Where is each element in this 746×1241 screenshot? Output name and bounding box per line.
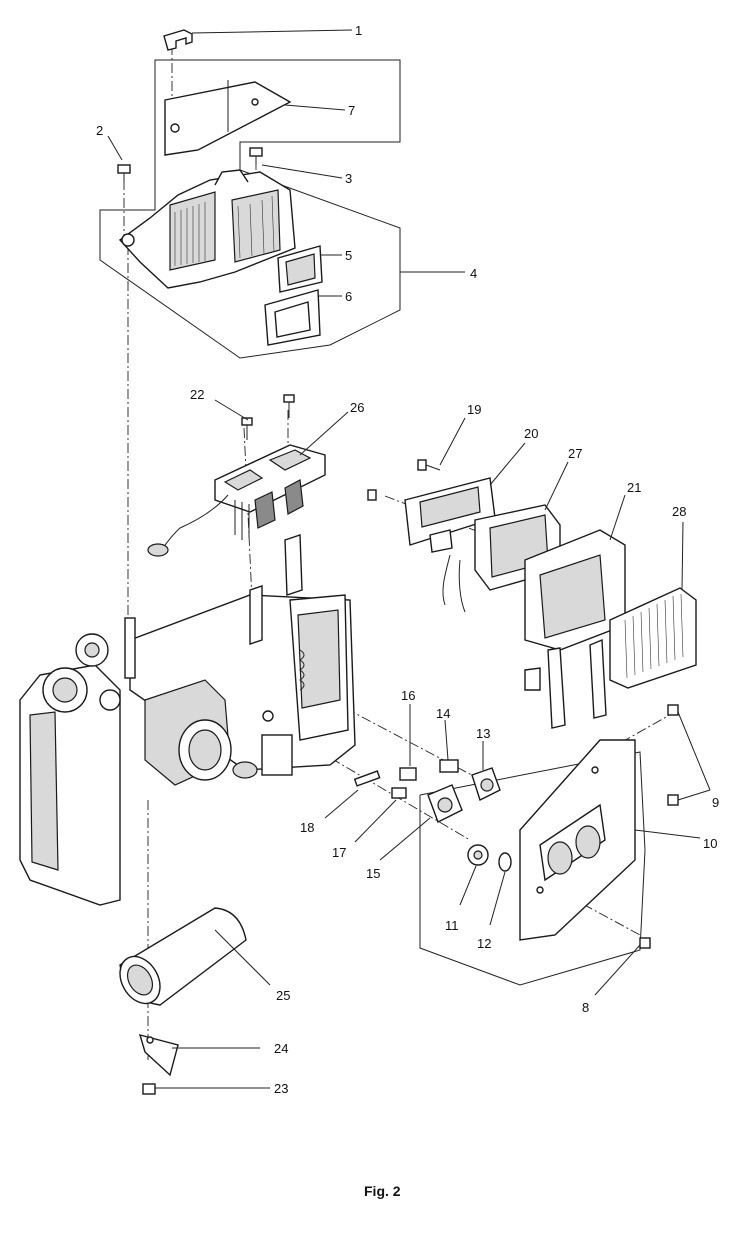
part-28-cover	[609, 587, 697, 689]
leader-lines	[107, 29, 711, 1089]
part-4-housing	[118, 169, 296, 289]
assembly-boundaries	[99, 59, 646, 986]
callout-7: 7	[348, 103, 355, 118]
callout-4: 4	[470, 266, 477, 281]
screw-2	[117, 164, 131, 182]
callout-labels: 1 2 3 4 5 6 7 8 9 10 11 12 13 14 15 16 1…	[96, 23, 719, 1096]
callout-24: 24	[274, 1041, 288, 1056]
part-20-plate	[404, 477, 496, 553]
callout-11: 11	[445, 918, 459, 933]
part-11-washer	[467, 844, 489, 866]
part-12-pin	[498, 852, 512, 872]
part-19-screw	[417, 459, 441, 471]
callout-10: 10	[703, 836, 717, 851]
callout-14: 14	[436, 706, 450, 721]
camera-body	[19, 534, 356, 906]
callout-6: 6	[345, 289, 352, 304]
figure-caption: Fig. 2	[364, 1183, 401, 1199]
callout-9: 9	[712, 795, 719, 810]
callout-8: 8	[582, 1000, 589, 1015]
callout-16: 16	[401, 688, 415, 703]
part-18-pin	[353, 770, 381, 787]
part-16-spring	[399, 767, 417, 781]
callout-15: 15	[366, 866, 380, 881]
part-5-window	[277, 245, 323, 293]
callout-1: 1	[355, 23, 362, 38]
part-1-clip	[163, 29, 193, 51]
part-21-housing	[524, 529, 626, 729]
callout-22: 22	[190, 387, 204, 402]
part-15-knob	[427, 784, 463, 823]
alignment-lines	[123, 45, 676, 1060]
callout-20: 20	[524, 426, 538, 441]
callout-18: 18	[300, 820, 314, 835]
callout-19: 19	[467, 402, 481, 417]
callout-28: 28	[672, 504, 686, 519]
callout-3: 3	[345, 171, 352, 186]
callout-2: 2	[96, 123, 103, 138]
callout-25: 25	[276, 988, 290, 1003]
part-23-screw	[142, 1083, 156, 1095]
part-14-spring	[439, 759, 459, 773]
part-20-screw	[367, 489, 377, 501]
callout-12: 12	[477, 936, 491, 951]
part-10-cover	[519, 739, 636, 941]
part-24-clip	[138, 1034, 179, 1077]
part-9-screws	[667, 704, 679, 806]
part-7-plate	[164, 80, 292, 156]
callout-21: 21	[627, 480, 641, 495]
callout-27: 27	[568, 446, 582, 461]
callout-5: 5	[345, 248, 352, 263]
callout-17: 17	[332, 845, 346, 860]
callout-23: 23	[274, 1081, 288, 1096]
screw-3	[249, 147, 263, 165]
callout-13: 13	[476, 726, 490, 741]
part-26-circuit-board	[147, 394, 326, 557]
callout-26: 26	[350, 400, 364, 415]
part-6-mask	[264, 289, 321, 346]
part-13-knob	[471, 767, 501, 801]
part-8-screw	[639, 937, 651, 949]
part-25-battery	[119, 907, 247, 1006]
part-17-pin	[391, 787, 407, 799]
